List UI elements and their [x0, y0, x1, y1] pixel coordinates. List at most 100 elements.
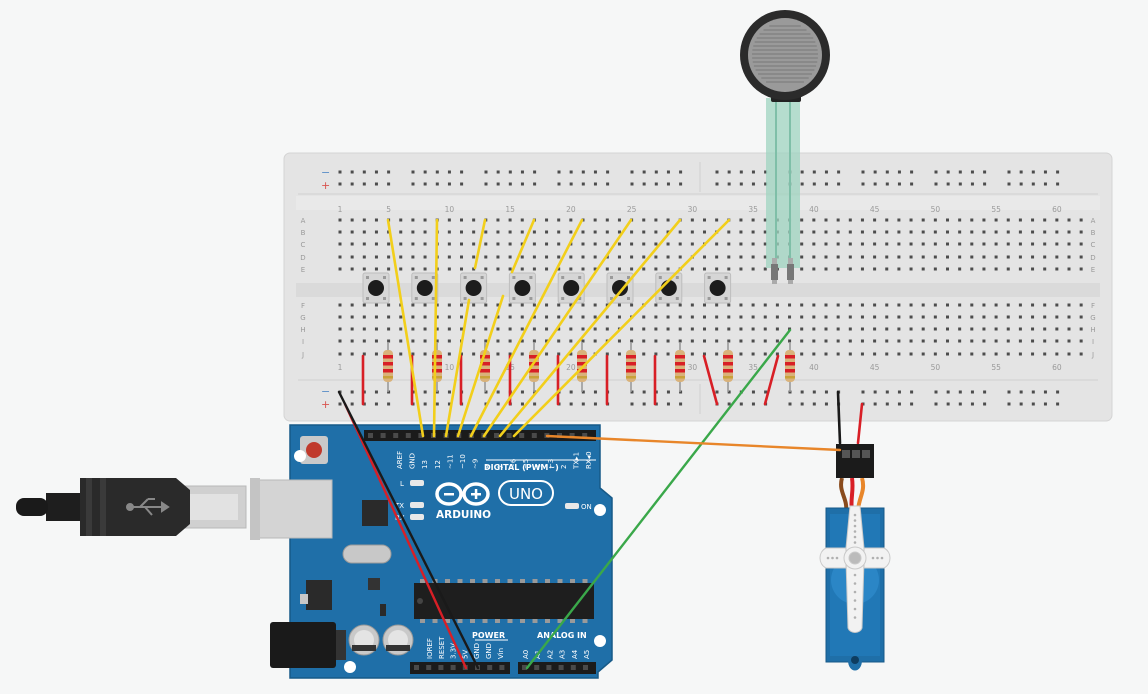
breadboard-hole[interactable]	[715, 339, 719, 343]
breadboard-hole[interactable]	[581, 267, 585, 271]
breadboard-hole[interactable]	[690, 303, 694, 307]
breadboard-hole[interactable]	[581, 242, 585, 246]
rail-hole[interactable]	[727, 402, 731, 406]
rail-hole[interactable]	[350, 182, 354, 186]
rail-hole[interactable]	[1056, 170, 1060, 174]
breadboard-hole[interactable]	[605, 218, 609, 222]
breadboard-hole[interactable]	[496, 255, 500, 259]
breadboard-hole[interactable]	[958, 315, 962, 319]
rail-hole[interactable]	[350, 170, 354, 174]
breadboard-hole[interactable]	[836, 352, 840, 356]
rail-hole[interactable]	[666, 170, 670, 174]
breadboard-hole[interactable]	[338, 230, 342, 234]
breadboard-hole[interactable]	[897, 303, 901, 307]
breadboard-hole[interactable]	[727, 303, 731, 307]
breadboard-hole[interactable]	[496, 315, 500, 319]
breadboard-hole[interactable]	[897, 327, 901, 331]
rail-hole[interactable]	[958, 182, 962, 186]
pushbutton[interactable]	[557, 272, 585, 304]
breadboard-hole[interactable]	[690, 327, 694, 331]
breadboard-hole[interactable]	[338, 339, 342, 343]
breadboard-hole[interactable]	[848, 339, 852, 343]
breadboard-hole[interactable]	[472, 352, 476, 356]
breadboard-hole[interactable]	[848, 218, 852, 222]
breadboard-hole[interactable]	[678, 339, 682, 343]
breadboard-hole[interactable]	[399, 255, 403, 259]
breadboard-hole[interactable]	[447, 230, 451, 234]
breadboard-hole[interactable]	[885, 267, 889, 271]
breadboard-hole[interactable]	[630, 255, 634, 259]
rail-hole[interactable]	[447, 182, 451, 186]
breadboard-hole[interactable]	[970, 230, 974, 234]
breadboard-hole[interactable]	[496, 218, 500, 222]
rail-hole[interactable]	[496, 390, 500, 394]
breadboard-hole[interactable]	[1055, 339, 1059, 343]
breadboard-hole[interactable]	[836, 218, 840, 222]
breadboard-hole[interactable]	[1031, 303, 1035, 307]
breadboard-hole[interactable]	[824, 267, 828, 271]
breadboard-hole[interactable]	[824, 339, 828, 343]
breadboard-hole[interactable]	[593, 315, 597, 319]
wire-yellow[interactable]	[510, 218, 536, 274]
breadboard-hole[interactable]	[447, 303, 451, 307]
breadboard-hole[interactable]	[642, 242, 646, 246]
breadboard-hole[interactable]	[630, 242, 634, 246]
breadboard-hole[interactable]	[982, 339, 986, 343]
rail-hole[interactable]	[642, 182, 646, 186]
power-jack[interactable]	[270, 622, 336, 668]
breadboard-hole[interactable]	[897, 242, 901, 246]
breadboard-hole[interactable]	[751, 230, 755, 234]
breadboard-hole[interactable]	[460, 218, 463, 222]
breadboard-hole[interactable]	[848, 352, 852, 356]
breadboard-hole[interactable]	[812, 267, 816, 271]
breadboard-hole[interactable]	[666, 303, 670, 307]
breadboard-hole[interactable]	[824, 218, 828, 222]
breadboard-hole[interactable]	[617, 339, 621, 343]
breadboard-hole[interactable]	[763, 352, 767, 356]
rail-hole[interactable]	[606, 182, 610, 186]
breadboard-hole[interactable]	[593, 303, 597, 307]
breadboard-hole[interactable]	[1079, 315, 1083, 319]
breadboard-hole[interactable]	[897, 315, 901, 319]
breadboard-hole[interactable]	[982, 315, 986, 319]
rail-hole[interactable]	[447, 170, 451, 174]
breadboard-hole[interactable]	[423, 242, 427, 246]
rail-hole[interactable]	[374, 182, 378, 186]
breadboard-hole[interactable]	[860, 315, 864, 319]
breadboard-hole[interactable]	[460, 352, 463, 356]
breadboard-hole[interactable]	[532, 255, 536, 259]
breadboard-hole[interactable]	[690, 315, 694, 319]
breadboard-hole[interactable]	[921, 352, 925, 356]
rail-hole[interactable]	[447, 402, 451, 406]
breadboard-hole[interactable]	[1031, 242, 1035, 246]
rail-hole[interactable]	[885, 402, 889, 406]
breadboard-hole[interactable]	[909, 352, 913, 356]
breadboard-hole[interactable]	[508, 303, 512, 307]
rail-hole[interactable]	[983, 182, 987, 186]
breadboard-hole[interactable]	[763, 327, 767, 331]
jumper-red[interactable]	[856, 402, 864, 445]
breadboard-hole[interactable]	[800, 230, 804, 234]
breadboard-holes[interactable]	[338, 170, 1083, 406]
resistor[interactable]	[723, 342, 733, 392]
rail-hole[interactable]	[679, 182, 683, 186]
breadboard-hole[interactable]	[703, 339, 706, 343]
rail-hole[interactable]	[910, 390, 914, 394]
rail-hole[interactable]	[897, 182, 901, 186]
rail-hole[interactable]	[788, 402, 792, 406]
header-pin[interactable]	[405, 433, 411, 438]
breadboard-hole[interactable]	[812, 218, 816, 222]
breadboard-hole[interactable]	[994, 218, 998, 222]
rail-hole[interactable]	[520, 182, 524, 186]
breadboard-hole[interactable]	[1006, 230, 1010, 234]
breadboard-hole[interactable]	[399, 339, 403, 343]
rail-hole[interactable]	[642, 402, 646, 406]
breadboard-hole[interactable]	[1043, 303, 1047, 307]
header-pin[interactable]	[519, 433, 525, 438]
breadboard[interactable]: − + − + 11551010151520202525303035354040…	[283, 152, 1113, 422]
breadboard-hole[interactable]	[617, 230, 621, 234]
breadboard-hole[interactable]	[751, 218, 755, 222]
breadboard-hole[interactable]	[399, 267, 403, 271]
breadboard-hole[interactable]	[982, 255, 986, 259]
rail-hole[interactable]	[581, 402, 585, 406]
